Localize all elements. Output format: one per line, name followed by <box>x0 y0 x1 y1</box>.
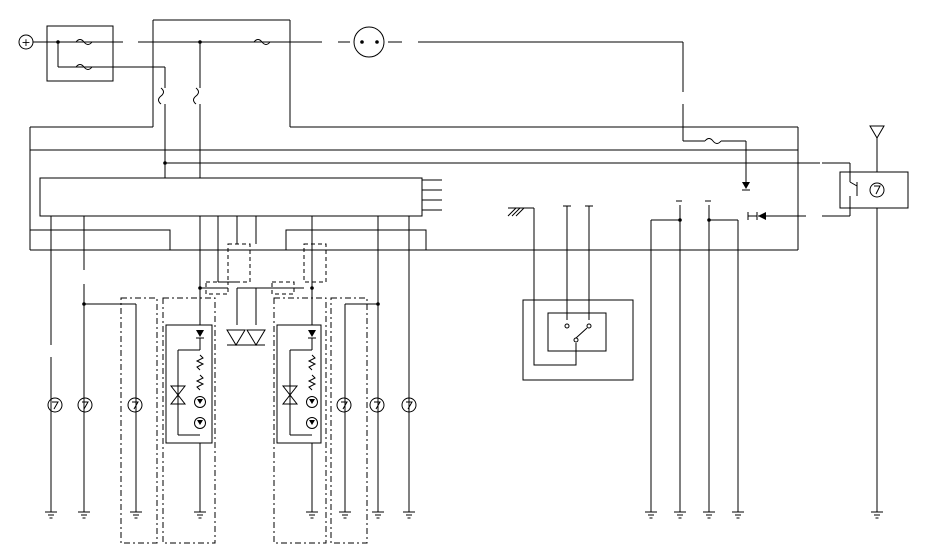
ground-symbols <box>45 508 883 519</box>
ground-icon <box>732 508 744 519</box>
speaker-icon <box>226 329 246 346</box>
ground-icon <box>339 508 351 519</box>
main-fuse-box <box>33 25 123 82</box>
diode-icon <box>758 212 766 220</box>
ground-icon <box>507 207 525 217</box>
ground-icon <box>130 508 142 519</box>
battery-plus-icon: + <box>18 34 34 50</box>
fuse-icon <box>75 64 93 70</box>
ground-icon <box>372 508 384 519</box>
ground-icon <box>645 508 657 519</box>
battery-plus-label: + <box>21 36 30 49</box>
ground-icon <box>403 508 415 519</box>
ground-icon <box>45 508 57 519</box>
bulb-icon <box>353 26 385 58</box>
control-unit <box>39 177 423 217</box>
bulb-icon <box>401 397 417 413</box>
bulb-icon <box>369 397 385 413</box>
ground-icon <box>871 508 883 519</box>
bulb-icon <box>336 397 352 413</box>
ground-icon <box>674 508 686 519</box>
switch-assembly <box>522 299 634 381</box>
bulb-icon <box>47 397 63 413</box>
ground-icon <box>703 508 715 519</box>
diode-icon <box>308 330 316 337</box>
fuse-icon <box>193 87 199 105</box>
fuse-icon <box>158 87 164 105</box>
switch-icon <box>281 385 299 405</box>
diode-icon <box>196 330 204 337</box>
motor-icon <box>869 182 885 198</box>
speaker-icon <box>246 329 266 346</box>
antenna-icon <box>869 125 885 172</box>
fuse-icon <box>75 39 93 45</box>
fuse-icon <box>704 138 722 144</box>
bulb-icon <box>127 397 143 413</box>
ground-icon <box>194 508 206 519</box>
switch-icon <box>169 385 187 405</box>
bulb-icon <box>77 397 93 413</box>
ground-icon <box>306 508 318 519</box>
ground-icon <box>78 508 90 519</box>
fuse-icon <box>253 39 271 45</box>
diode-icon <box>742 182 750 189</box>
relay-box <box>839 171 909 209</box>
